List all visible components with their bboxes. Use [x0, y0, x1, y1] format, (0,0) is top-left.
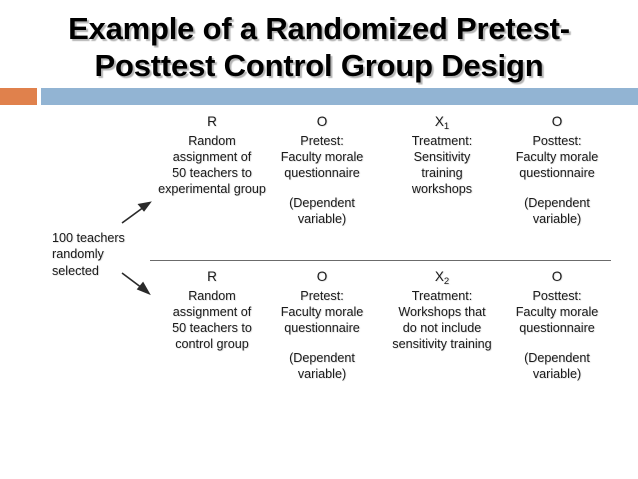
- exp-treatment-symbol-letter: X: [434, 114, 444, 129]
- exp-pretest-note: (Dependent variable): [289, 196, 355, 227]
- page-title: Example of a Randomized Pretest- Posttes…: [68, 11, 570, 83]
- exp-treatment-symbol-subscript: 1: [443, 121, 450, 132]
- exp-assignment-text: Random assignment of 50 teachers to expe…: [158, 134, 266, 197]
- exp-pretest-symbol: O: [316, 114, 328, 129]
- research-design-diagram: 100 teachers randomly selected R Random …: [0, 105, 638, 479]
- exp-assignment-symbol: R: [207, 114, 217, 129]
- ctrl-treatment-symbol-letter: X: [434, 269, 444, 284]
- exp-posttest-note: (Dependent variable): [524, 196, 590, 227]
- ctrl-pretest-text: Pretest: Faculty morale questionnaire: [280, 289, 364, 336]
- exp-posttest-symbol: O: [551, 114, 563, 129]
- ctrl-treatment-symbol: X2: [392, 268, 492, 288]
- ctrl-treatment-symbol-subscript: 2: [443, 276, 450, 287]
- ctrl-pretest-note: (Dependent variable): [289, 351, 355, 382]
- accent-square-orange: [0, 88, 37, 105]
- ctrl-posttest-symbol: O: [551, 269, 563, 284]
- ctrl-posttest-note: (Dependent variable): [524, 351, 590, 382]
- group-divider-line: [150, 260, 611, 261]
- ctrl-assignment-text: Random assignment of 50 teachers to cont…: [172, 289, 252, 352]
- source-population-label: 100 teachers randomly selected: [52, 231, 125, 278]
- ctrl-assignment-symbol: R: [207, 269, 217, 284]
- ctrl-treatment-text: Treatment: Workshops that do not include…: [392, 289, 492, 352]
- accent-bar-blue: [41, 88, 638, 105]
- exp-posttest-text: Posttest: Faculty morale questionnaire: [515, 134, 599, 181]
- exp-treatment-text: Treatment: Sensitivity training workshop…: [411, 134, 473, 197]
- arrow-to-experimental-group-line: [121, 203, 149, 224]
- ctrl-posttest-text: Posttest: Faculty morale questionnaire: [515, 289, 599, 336]
- arrow-to-experimental-group-head: [137, 201, 152, 212]
- exp-treatment-symbol: X1: [392, 113, 492, 133]
- exp-pretest-text: Pretest: Faculty morale questionnaire: [280, 134, 364, 181]
- ctrl-pretest-symbol: O: [316, 269, 328, 284]
